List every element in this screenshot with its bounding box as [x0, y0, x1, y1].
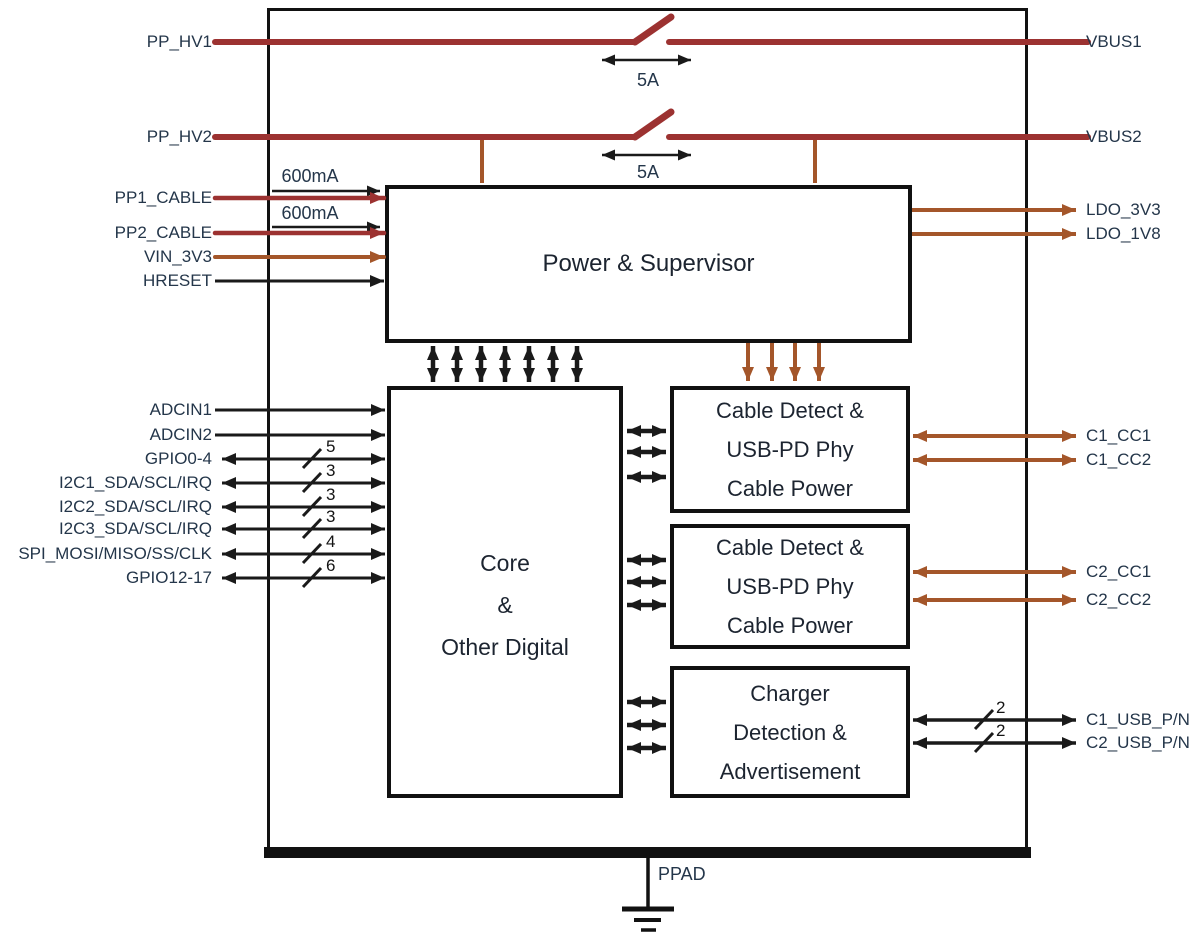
cable-detect-1-line3: Cable Power [727, 476, 853, 501]
port-label-ldo-1v8: LDO_1V8 [1086, 224, 1161, 243]
power-supervisor-title: Power & Supervisor [542, 250, 755, 277]
cable-detect-1-block: Cable Detect & USB-PD Phy Cable Power [670, 386, 910, 513]
core-title-line2: & [497, 592, 513, 618]
port-label-gpio12-17: GPIO12-17 [126, 568, 212, 587]
port-label-i2c1: I2C1_SDA/SCL/IRQ [58, 473, 212, 492]
cable-current-1: 600mA [281, 166, 339, 186]
port-label-c2-cc1: C2_CC1 [1086, 562, 1152, 581]
chip-outline [267, 8, 1028, 853]
port-label-c1-cc1: C1_CC1 [1086, 426, 1152, 445]
core-block: Core & Other Digital [387, 386, 623, 798]
cable-detect-2-line1: Cable Detect & [716, 535, 864, 560]
bus-width-i2c1: 3 [326, 461, 336, 480]
cable-detect-1-line2: USB-PD Phy [726, 437, 854, 462]
switch-1-rating: 5A [636, 70, 660, 90]
charger-line2: Detection & [733, 719, 847, 745]
port-label-pp-hv1: PP_HV1 [146, 32, 212, 51]
port-label-i2c2: I2C2_SDA/SCL/IRQ [58, 497, 212, 516]
switch-2-rating: 5A [636, 162, 660, 182]
cable-detect-2-line2: USB-PD Phy [726, 574, 854, 599]
bus-width-i2c2: 3 [326, 485, 336, 504]
core-title-line3: Other Digital [441, 634, 569, 660]
port-label-adcin2: ADCIN2 [149, 425, 212, 444]
bus-width-gpio12-17: 6 [326, 556, 336, 575]
power-supervisor-block: Power & Supervisor [385, 185, 912, 343]
bus-width-i2c3: 3 [326, 507, 336, 526]
port-label-vbus2: VBUS2 [1086, 127, 1142, 146]
cable-detect-2-line3: Cable Power [727, 613, 853, 638]
charger-line1: Charger [750, 680, 830, 706]
cable-detect-1-line1: Cable Detect & [716, 398, 864, 423]
port-label-c1-usb: C1_USB_P/N [1086, 710, 1190, 729]
port-label-spi: SPI_MOSI/MISO/SS/CLK [18, 544, 212, 563]
bus-width-spi: 4 [326, 532, 336, 551]
port-label-c2-cc2: C2_CC2 [1086, 590, 1152, 609]
charger-line3: Advertisement [719, 758, 861, 784]
port-label-hreset: HRESET [143, 271, 212, 290]
cable-current-2: 600mA [281, 203, 339, 223]
charger-detection-block: Charger Detection & Advertisement [670, 666, 910, 798]
port-label-pp-hv2: PP_HV2 [146, 127, 212, 146]
port-label-c2-usb: C2_USB_P/N [1086, 733, 1190, 752]
bus-width-c2-usb: 2 [996, 721, 1006, 740]
bus-width-c1-usb: 2 [996, 698, 1006, 717]
bus-width-gpio0-4: 5 [326, 437, 336, 456]
port-label-ldo-3v3: LDO_3V3 [1086, 200, 1161, 219]
ppad-label: PPAD [658, 864, 706, 884]
port-label-vin-3v3: VIN_3V3 [143, 247, 212, 266]
port-label-i2c3: I2C3_SDA/SCL/IRQ [58, 519, 212, 538]
port-label-adcin1: ADCIN1 [149, 400, 212, 419]
port-label-gpio0-4: GPIO0-4 [144, 449, 212, 468]
port-label-pp1-cable: PP1_CABLE [114, 188, 212, 207]
cable-detect-2-block: Cable Detect & USB-PD Phy Cable Power [670, 524, 910, 649]
port-label-vbus1: VBUS1 [1086, 32, 1142, 51]
port-label-pp2-cable: PP2_CABLE [114, 223, 212, 242]
core-title-line1: Core [480, 550, 530, 576]
port-label-c1-cc2: C1_CC2 [1086, 450, 1152, 469]
